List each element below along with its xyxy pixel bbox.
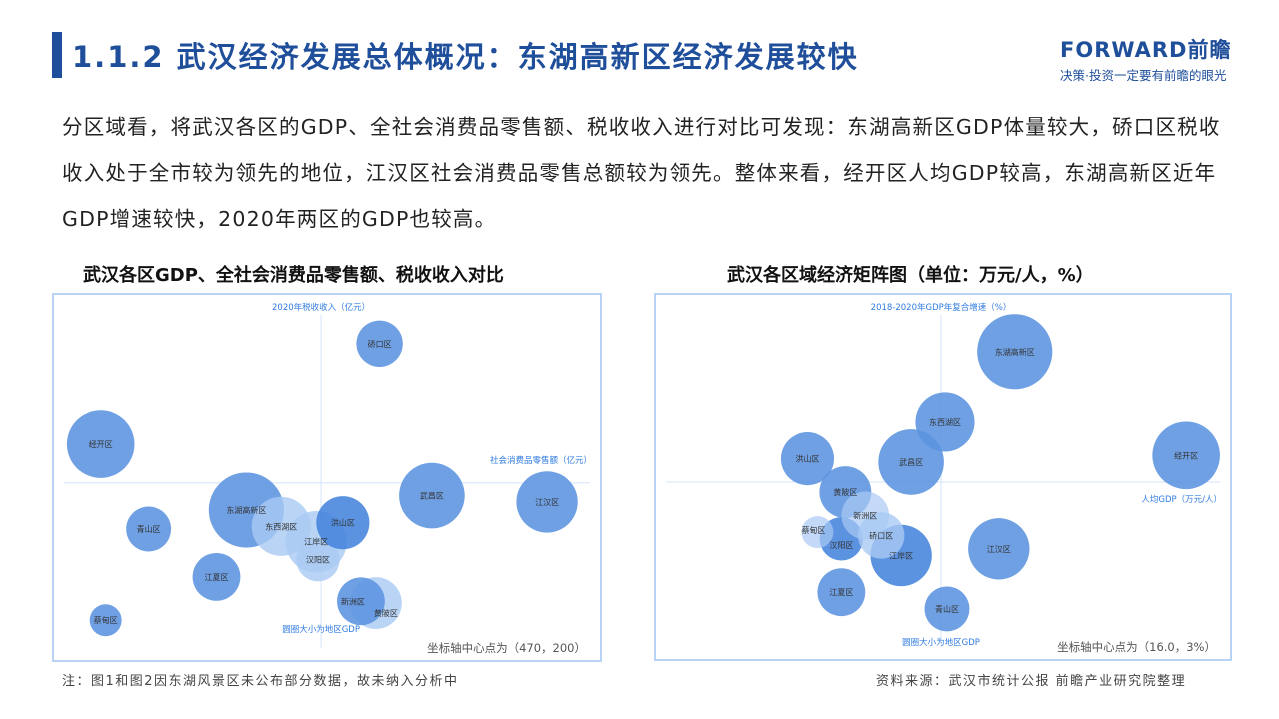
bubble-circle: [968, 518, 1030, 580]
bubble-label: 东湖高新区: [226, 505, 266, 515]
bubble-label: 东西湖区: [929, 417, 961, 427]
y-axis-label: 2018-2020年GDP年复合增速（%）: [871, 302, 1012, 313]
size-legend-label: 圆圈大小为地区GDP: [282, 624, 360, 635]
logo: FORWARD前瞻 决策·投资一定要有前瞻的眼光: [1060, 34, 1240, 84]
bubble-label: 江夏区: [829, 588, 853, 597]
chart2-bubble-chart: 东湖高新区东西湖区经开区 洪山区 武昌区黄陂区江岸区 汉阳区 新洲区硚口区 蔡甸区江汉区江…: [654, 293, 1232, 661]
logo-name: FORWARD前瞻: [1060, 38, 1232, 62]
bubble-circle: [924, 586, 970, 632]
title-accent-bar: [52, 32, 62, 78]
footnote: 注：图1和图2因东湖风景区未公布部分数据，故未纳入分析中: [62, 674, 459, 689]
bubble-label: 洪山区: [331, 518, 355, 528]
bubble-label: 江汉区: [987, 545, 1011, 554]
x-axis-label: 人均GDP（万元/人）: [1141, 494, 1222, 505]
bubble-label: 经开区: [89, 439, 113, 449]
page-title: 1.1.2 武汉经济发展总体概况：东湖高新区经济发展较快: [72, 40, 859, 74]
bubble-layer: [66, 320, 578, 637]
bubble-label: 青山区: [935, 604, 959, 614]
intro-paragraph: 分区域看，将武汉各区的GDP、全社会消费品零售额、税收收入进行对比可发现：东湖高…: [62, 115, 1221, 231]
bubble-label: 江夏区: [204, 573, 228, 582]
bubble-label: 新洲区: [853, 510, 877, 520]
bubble-circle: [296, 538, 340, 582]
bubble-label: 江汉区: [535, 498, 559, 507]
chart2-title: 武汉各区域经济矩阵图（单位：万元/人，%）: [727, 265, 1094, 286]
bubble-label: 江岸区: [889, 551, 913, 560]
bubble-circle: [66, 410, 135, 478]
bubble-label: 黄陂区: [833, 487, 857, 497]
axis-center-note: 坐标轴中心点为（470，200）: [427, 641, 586, 655]
bubble-label: 东湖高新区: [995, 347, 1035, 357]
size-legend-label: 圆圈大小为地区GDP: [902, 637, 980, 648]
bubble-label: 蔡甸区: [801, 525, 825, 535]
bubble-label: 蔡甸区: [94, 615, 118, 625]
bubble-circle: [316, 496, 370, 550]
bubble-label: 硚口区: [368, 340, 392, 349]
bubble-circle: [780, 432, 835, 486]
bubble-label: 江岸区: [304, 538, 328, 547]
bubble-circle: [516, 471, 578, 533]
bubble-label: 汉阳区: [306, 556, 330, 565]
bubble-circle: [126, 506, 172, 552]
axis-center-note: 坐标轴中心点为（16.0，3%）: [1057, 640, 1216, 654]
bubble-circle: [251, 496, 311, 556]
bubble-label: 青山区: [137, 524, 161, 534]
bubble-label: 东西湖区: [265, 521, 297, 531]
bubble-label: 经开区: [1174, 450, 1198, 460]
bubble-label: 黄陂区: [374, 608, 398, 618]
bubble-circle: [977, 314, 1053, 390]
bubble-circle: [858, 512, 905, 559]
bubble-circle: [337, 577, 385, 626]
bubble-label: 武昌区: [420, 491, 444, 501]
y-axis-label: 2020年税收收入（亿元）: [272, 302, 370, 313]
bubble-layer: [780, 314, 1220, 632]
source-note: 资料来源：武汉市统计公报 前瞻产业研究院整理: [876, 674, 1187, 689]
bubble-label: 硚口区: [869, 531, 893, 540]
logo-slogan: 决策·投资一定要有前瞻的眼光: [1060, 68, 1227, 83]
bubble-label: 汉阳区: [829, 541, 853, 550]
bubble-circle: [192, 552, 241, 601]
bubble-circle: [1152, 421, 1220, 490]
bubble-circle: [801, 516, 834, 549]
bubble-circle: [399, 462, 465, 529]
bubble-label: 武昌区: [899, 457, 923, 467]
chart1-bubble-chart: 硚口区经开区武昌区江汉区东湖高新区青山区江岸区汉阳区 东西湖区 洪山区江夏区黄陂区新…: [52, 293, 602, 662]
bubble-circle: [878, 429, 944, 495]
bubble-label: 新洲区: [341, 596, 365, 606]
bubble-label: 洪山区: [795, 454, 819, 464]
bubble-circle: [817, 568, 866, 617]
x-axis-label: 社会消费品零售额（亿元）: [490, 455, 592, 466]
bubble-circle: [89, 604, 122, 637]
bubble-circle: [356, 320, 403, 367]
chart1-title: 武汉各区GDP、全社会消费品零售额、税收收入对比: [83, 265, 504, 286]
